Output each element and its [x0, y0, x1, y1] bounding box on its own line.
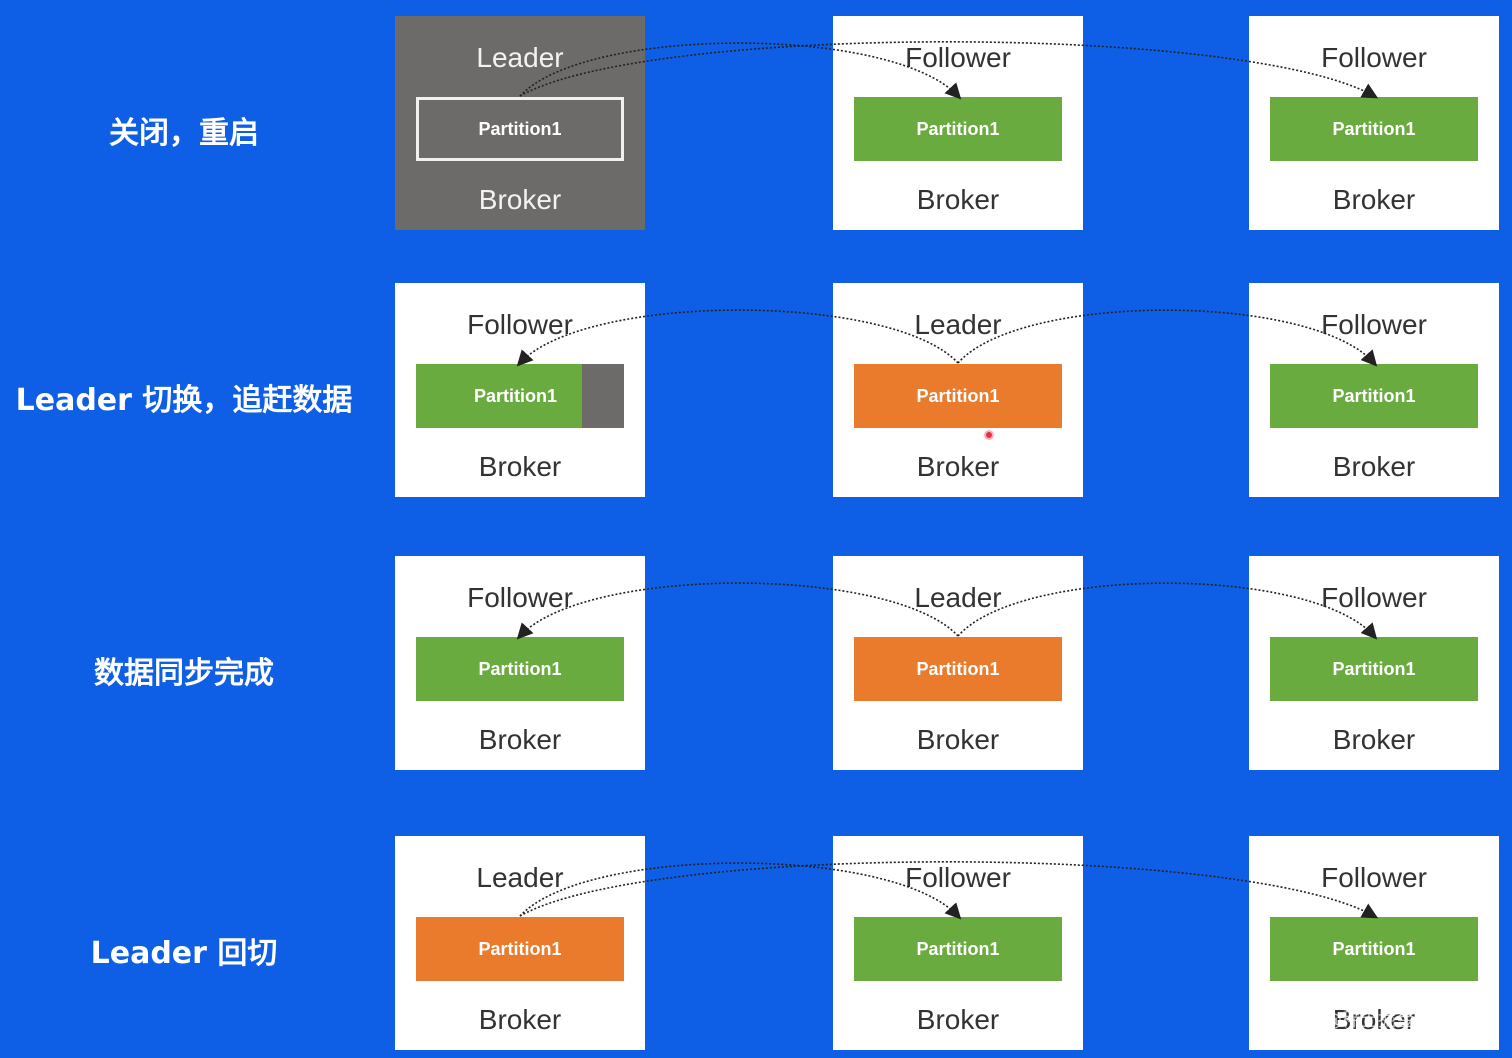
replica-role-label: Follower: [905, 42, 1011, 73]
replica-role-label: Follower: [1321, 309, 1427, 340]
broker-label: Broker: [478, 184, 562, 215]
partition-label: Partition1: [916, 938, 1000, 959]
cursor-dot: [984, 430, 994, 440]
partition-label: Partition1: [478, 938, 562, 959]
row-label: Leader 回切: [90, 936, 278, 971]
partition-block: Partition1: [1270, 917, 1478, 981]
partition-block: Partition1: [854, 637, 1062, 701]
broker-label: Broker: [1332, 184, 1416, 215]
replica-role-label: Follower: [905, 862, 1011, 893]
partition-label: Partition1: [1332, 658, 1416, 679]
broker-label: Broker: [1332, 451, 1416, 482]
partition-block: Partition1: [416, 364, 624, 428]
partition-block: Partition1: [416, 917, 624, 981]
partition-label: Partition1: [916, 385, 1000, 406]
broker-label: Broker: [916, 451, 1000, 482]
partition-label: Partition1: [478, 118, 562, 139]
broker-label: Broker: [916, 724, 1000, 755]
partition-block: Partition1: [1270, 637, 1478, 701]
broker-label: Broker: [478, 1004, 562, 1035]
replica-role-label: Leader: [476, 42, 564, 73]
partition-label: Partition1: [478, 658, 562, 679]
partition-label: Partition1: [474, 385, 558, 406]
broker-label: Broker: [916, 184, 1000, 215]
row-label: Leader 切换，追赶数据: [15, 383, 353, 418]
replica-role-label: Leader: [914, 582, 1002, 613]
replica-role-label: Follower: [467, 582, 573, 613]
replica-role-label: Follower: [467, 309, 573, 340]
partition-block: Partition1: [854, 97, 1062, 161]
partition-label: Partition1: [1332, 385, 1416, 406]
broker-label: Broker: [478, 451, 562, 482]
replica-role-label: Follower: [1321, 582, 1427, 613]
partition-block: Partition1: [854, 364, 1062, 428]
partition-label: Partition1: [1332, 938, 1416, 959]
partition-block: Partition1: [1270, 97, 1478, 161]
partition-label: Partition1: [916, 118, 1000, 139]
lag-segment: [582, 364, 624, 428]
partition-block: Partition1: [416, 637, 624, 701]
broker-label: Broker: [478, 724, 562, 755]
partition-label: Partition1: [916, 658, 1000, 679]
broker-label: Broker: [1332, 1004, 1416, 1035]
row-label: 数据同步完成: [94, 656, 274, 691]
replica-role-label: Leader: [476, 862, 564, 893]
partition-block: Partition1: [1270, 364, 1478, 428]
broker-label: Broker: [916, 1004, 1000, 1035]
partition-label: Partition1: [1332, 118, 1416, 139]
watermark: @稀土掘金技术社区: [1324, 1010, 1486, 1031]
row-label: 关闭，重启: [109, 116, 259, 151]
broker-label: Broker: [1332, 724, 1416, 755]
partition-block: Partition1: [854, 917, 1062, 981]
replica-role-label: Follower: [1321, 42, 1427, 73]
replica-role-label: Follower: [1321, 862, 1427, 893]
replica-role-label: Leader: [914, 309, 1002, 340]
partition-block: Partition1: [416, 97, 624, 161]
